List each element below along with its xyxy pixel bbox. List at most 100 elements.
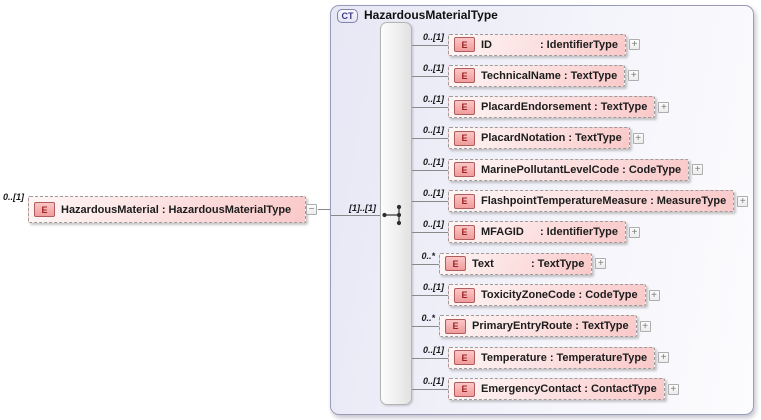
cardinality-label: 0..[1] (422, 344, 444, 355)
complex-type-title: HazardousMaterialType (364, 8, 498, 22)
element-box[interactable]: E PlacardEndorsement : TextType (448, 96, 656, 119)
element-box[interactable]: E ID : IdentifierType (448, 33, 626, 56)
complex-type-badge: CT (337, 9, 358, 23)
element-icon: E (454, 162, 475, 178)
connector-line (331, 215, 380, 216)
element-icon: E (454, 350, 475, 366)
element-icon: E (454, 381, 475, 397)
element-node: E ToxicityZoneCode : CodeType + (448, 284, 660, 307)
expand-icon[interactable]: + (737, 195, 749, 207)
root-element-name: HazardousMaterial (61, 203, 159, 216)
element-name: PrimaryEntryRoute (472, 320, 573, 333)
element-box[interactable]: E EmergencyContact : ContactType (448, 378, 665, 401)
element-box[interactable]: E PlacardNotation : TextType (448, 127, 630, 150)
separator: : (594, 101, 598, 114)
element-type: IdentifierType (546, 38, 618, 51)
element-box[interactable]: E ToxicityZoneCode : CodeType (448, 284, 646, 307)
connector-cardinality-label: [1]..[1] (349, 203, 376, 213)
root-element-box[interactable]: E HazardousMaterial : HazardousMaterialT… (28, 196, 306, 223)
separator: : (584, 383, 588, 396)
root-cardinality-label: 0..[1] (3, 192, 25, 202)
element-type: TextType (575, 132, 622, 145)
element-node: E Text : TextType + (439, 252, 607, 275)
element-name: ToxicityZoneCode (481, 289, 576, 302)
element-node: E PlacardEndorsement : TextType + (448, 96, 670, 119)
connector-line (412, 44, 448, 46)
element-type: TextType (570, 69, 618, 82)
element-icon: E (454, 287, 475, 303)
expand-icon[interactable]: + (632, 132, 644, 144)
element-icon: E (454, 99, 475, 115)
expand-icon[interactable]: + (658, 352, 670, 364)
expand-icon[interactable]: + (639, 320, 651, 332)
element-name: PlacardEndorsement (481, 101, 592, 114)
connector-line (412, 263, 439, 265)
expand-icon[interactable]: + (595, 258, 607, 270)
element-box[interactable]: E PrimaryEntryRoute : TextType (439, 315, 637, 338)
cardinality-label: 0..[1] (422, 94, 444, 105)
collapse-icon[interactable]: − (306, 204, 317, 215)
connector-line (412, 389, 448, 391)
element-node: E MarinePollutantLevelCode : CodeType + (448, 158, 704, 181)
separator: : (531, 257, 535, 270)
element-type: IdentifierType (546, 226, 618, 239)
element-name: MFAGID (481, 226, 524, 239)
element-name: PlacardNotation (481, 132, 566, 145)
cardinality-label: 0..[1] (422, 219, 444, 230)
separator: : (650, 195, 654, 208)
expand-icon[interactable]: + (692, 164, 704, 176)
element-box[interactable]: E MFAGID : IdentifierType (448, 221, 626, 244)
element-type: CodeType (628, 163, 682, 176)
cardinality-label: 0..* (421, 313, 435, 324)
connector-line (412, 232, 448, 234)
element-name: EmergencyContact (481, 383, 582, 396)
element-node: E ID : IdentifierType + (448, 33, 640, 56)
element-type: TemperatureType (556, 351, 648, 364)
separator: : (575, 320, 579, 333)
connector-line (412, 326, 439, 328)
expand-icon[interactable]: + (628, 70, 640, 82)
cardinality-label: 0..* (421, 250, 435, 261)
element-icon: E (454, 68, 475, 84)
expand-icon[interactable]: + (648, 289, 660, 301)
element-box[interactable]: E Temperature : TemperatureType (448, 346, 656, 369)
cardinality-label: 0..[1] (422, 188, 444, 199)
element-icon: E (445, 256, 466, 272)
separator: : (578, 289, 583, 302)
root-element-type: HazardousMaterialType (168, 203, 292, 216)
element-icon: E (454, 224, 475, 240)
element-name: TechnicalName (481, 69, 561, 82)
separator: : (568, 132, 573, 145)
element-box[interactable]: E TechnicalName : TextType (448, 64, 626, 87)
element-box[interactable]: E MarinePollutantLevelCode : CodeType (448, 158, 690, 181)
expand-icon[interactable]: + (628, 226, 640, 238)
element-type: TextType (581, 320, 629, 333)
cardinality-label: 0..[1] (422, 31, 444, 42)
element-node: E Temperature : TemperatureType + (448, 346, 670, 369)
connector-line (412, 138, 448, 140)
element-box[interactable]: E FlashpointTemperatureMeasure : Measure… (448, 190, 735, 213)
connector-line (412, 357, 448, 359)
element-node: E TechnicalName : TextType + (448, 64, 640, 87)
cardinality-label: 0..[1] (422, 156, 444, 167)
separator: : (540, 226, 544, 239)
separator: : (549, 351, 554, 364)
element-name: Temperature (481, 351, 547, 364)
separator: : (540, 38, 544, 51)
separator: : (622, 163, 626, 176)
element-type: TextType (537, 257, 585, 270)
connector-line (412, 75, 448, 77)
element-box[interactable]: E Text : TextType (439, 252, 593, 275)
expand-icon[interactable]: + (667, 383, 679, 395)
element-name: ID (481, 38, 492, 51)
element-type: ContactType (590, 383, 657, 396)
cardinality-label: 0..[1] (422, 376, 444, 387)
root-element-node: E HazardousMaterial : HazardousMaterialT… (28, 196, 306, 223)
separator: : (563, 69, 568, 82)
expand-icon[interactable]: + (658, 101, 670, 113)
expand-icon[interactable]: + (628, 39, 640, 50)
separator: : (161, 203, 166, 216)
element-name: Text (472, 257, 494, 270)
element-node: E PrimaryEntryRoute : TextType + (439, 315, 651, 338)
